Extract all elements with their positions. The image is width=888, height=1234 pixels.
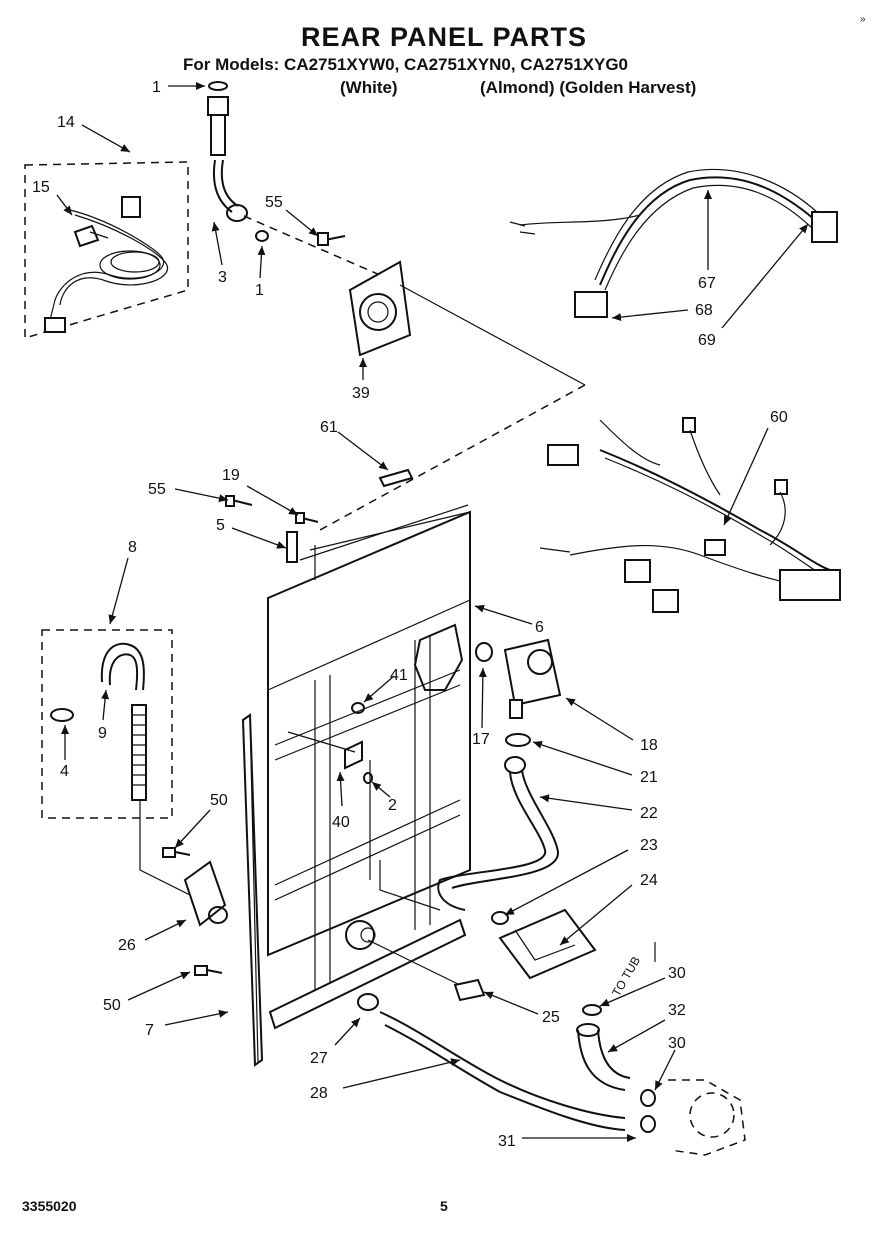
hose-22 bbox=[437, 756, 560, 911]
callout-27: 27 bbox=[310, 1050, 328, 1067]
callout-61: 61 bbox=[320, 419, 338, 436]
callout-1b: 1 bbox=[255, 282, 264, 299]
callout-50b: 50 bbox=[103, 997, 121, 1014]
callout-24: 24 bbox=[640, 872, 658, 889]
inlet-plate bbox=[319, 260, 586, 531]
callout-4: 4 bbox=[60, 763, 69, 780]
pump-mount bbox=[491, 908, 656, 980]
to-tub-annotation: TO TUB bbox=[609, 954, 643, 999]
callout-55b: 55 bbox=[148, 481, 166, 498]
callout-18: 18 bbox=[640, 737, 658, 754]
callout-8: 8 bbox=[128, 539, 137, 556]
page-number: 5 bbox=[440, 1198, 448, 1214]
water-valve bbox=[475, 638, 562, 747]
drain-hoses-lower bbox=[357, 993, 746, 1156]
callout-2: 2 bbox=[388, 797, 397, 814]
callout-31: 31 bbox=[498, 1133, 516, 1150]
wire-harness-lower bbox=[539, 417, 841, 613]
callout-23: 23 bbox=[640, 837, 658, 854]
callout-15: 15 bbox=[32, 179, 50, 196]
corner-mark: » bbox=[860, 14, 866, 25]
callout-9: 9 bbox=[98, 725, 107, 742]
callout-68: 68 bbox=[695, 302, 713, 319]
models-line: For Models: CA2751XYW0, CA2751XYN0, CA27… bbox=[183, 55, 629, 74]
color-white-label: (White) bbox=[340, 78, 398, 97]
callout-3: 3 bbox=[218, 269, 227, 286]
callout-55a: 55 bbox=[265, 194, 283, 211]
power-cord-kit bbox=[24, 161, 189, 340]
callout-14: 14 bbox=[57, 114, 75, 131]
callout-21: 21 bbox=[640, 769, 658, 786]
callout-17: 17 bbox=[472, 731, 490, 748]
leader-lines bbox=[56, 82, 809, 1142]
callout-22: 22 bbox=[640, 805, 658, 822]
strip-part bbox=[378, 468, 414, 488]
callout-26: 26 bbox=[118, 937, 136, 954]
callout-7: 7 bbox=[145, 1022, 154, 1039]
callout-30a: 30 bbox=[668, 965, 686, 982]
drain-hose-kit bbox=[41, 629, 191, 896]
fill-hose-assembly bbox=[207, 81, 381, 276]
callout-32: 32 bbox=[668, 1002, 686, 1019]
pump-bracket bbox=[162, 847, 228, 976]
callout-6: 6 bbox=[535, 619, 544, 636]
page-title: REAR PANEL PARTS bbox=[300, 22, 588, 52]
wire-harness-upper bbox=[509, 168, 838, 318]
callout-40: 40 bbox=[332, 814, 350, 831]
callout-60: 60 bbox=[770, 409, 788, 426]
callout-30b: 30 bbox=[668, 1035, 686, 1052]
callout-69: 69 bbox=[698, 332, 716, 349]
color-others-label: (Almond) (Golden Harvest) bbox=[480, 78, 697, 97]
rear-panel bbox=[225, 495, 486, 1067]
callout-19: 19 bbox=[222, 467, 240, 484]
callout-5: 5 bbox=[216, 517, 225, 534]
callout-28: 28 bbox=[310, 1085, 328, 1102]
document-number: 3355020 bbox=[22, 1198, 77, 1214]
callout-41: 41 bbox=[390, 667, 408, 684]
callout-50a: 50 bbox=[210, 792, 228, 809]
callout-39: 39 bbox=[352, 385, 370, 402]
callout-1a: 1 bbox=[152, 79, 161, 96]
callout-25: 25 bbox=[542, 1009, 560, 1026]
callout-67: 67 bbox=[698, 275, 716, 292]
